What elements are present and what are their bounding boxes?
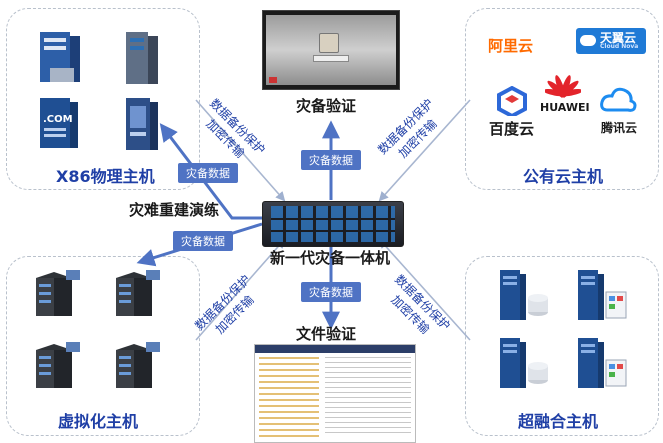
x86-label: X86物理主机: [56, 167, 155, 186]
flow-line-lower-left: [195, 238, 286, 341]
fusion-panel: [465, 256, 659, 436]
server-rack-icon: [36, 270, 80, 316]
tower-server-icon: [126, 32, 158, 84]
user-avatar-icon: [319, 33, 339, 53]
bottom-title: 文件验证: [296, 325, 357, 343]
server-rack-icon: [36, 342, 80, 388]
blade-server-icon: [126, 98, 158, 150]
com-server-icon: .COM: [40, 98, 78, 148]
huawei-logo: HUAWEI: [540, 101, 590, 114]
rebuild-label: 灾难重建演练: [129, 201, 220, 219]
tag-top: 灾备数据: [301, 150, 361, 170]
server-icon: [40, 32, 80, 82]
backup-appliance-icon: [262, 201, 404, 247]
virtual-label: 虚拟化主机: [58, 412, 139, 431]
cloud-label: 公有云主机: [523, 167, 604, 186]
x86-panel: [6, 8, 200, 190]
tag-left-upper: 灾备数据: [178, 163, 238, 183]
hyper-server-icon: [578, 338, 627, 388]
tencent-cloud-icon: [600, 87, 637, 112]
baidu-cloud-icon: [497, 86, 527, 116]
svg-text:.COM: .COM: [43, 114, 73, 125]
tencent-logo: 腾讯云: [601, 121, 638, 135]
fusion-label: 超融合主机: [518, 412, 599, 431]
tag-bottom: 灾备数据: [301, 282, 361, 302]
arrow-to-x86: [159, 123, 262, 220]
hyper-server-icon: [500, 338, 548, 388]
flow-line-upper-left: [195, 99, 286, 202]
flow-line-upper-right: [378, 99, 471, 202]
server-rack-icon: [116, 342, 160, 388]
hyper-server-icon: [578, 270, 627, 320]
device-title: 新一代灾备一体机: [270, 249, 391, 267]
aliyun-logo: 阿里云: [488, 37, 534, 55]
tag-left-lower: 灾备数据: [173, 231, 233, 251]
hyper-server-icon: [500, 270, 548, 320]
file-screenshot: [254, 344, 416, 443]
baidu-logo: 百度云: [489, 120, 535, 138]
verify-screenshot: [262, 10, 400, 90]
tianyi-logo: 天翼云 Cloud Nova: [576, 28, 646, 54]
huawei-flower-icon: [545, 75, 581, 98]
cloud-icon: [580, 35, 596, 46]
top-title: 灾备验证: [296, 97, 357, 115]
flow-line-lower-right: [378, 238, 471, 341]
server-rack-icon: [116, 270, 160, 316]
